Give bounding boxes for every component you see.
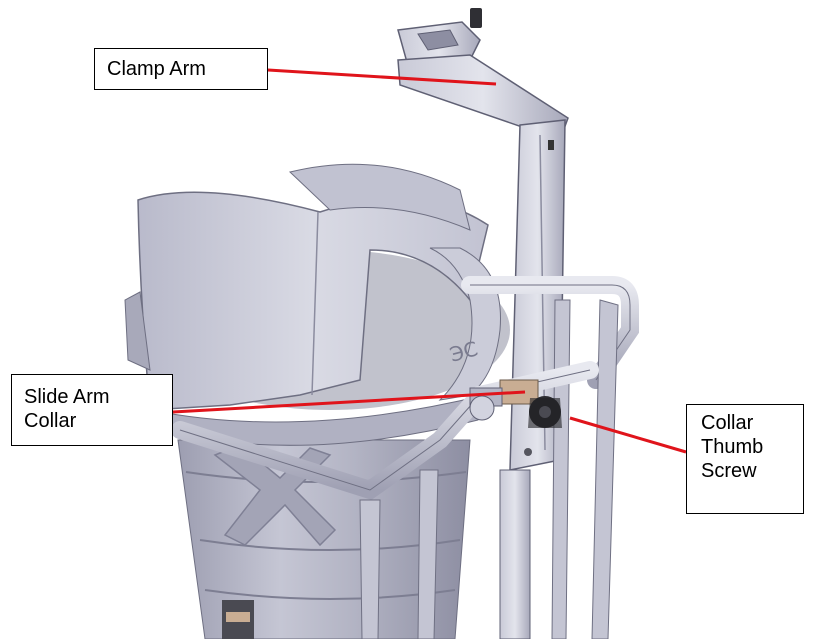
callout-slide-arm-collar-line2: Collar <box>24 410 77 432</box>
leader-line-collar-thumb-screw <box>569 416 687 454</box>
collar-thumb-screw <box>528 396 562 428</box>
callout-clamp-arm: Clamp Arm <box>94 48 268 90</box>
callout-collar-thumb-screw-line2: Thumb <box>701 436 764 458</box>
callout-slide-arm-collar-line1: Slide Arm <box>24 386 110 408</box>
leader-line-slide-arm-collar <box>172 390 526 414</box>
callout-slide-arm-collar: Slide Arm Collar <box>11 374 173 446</box>
leader-line-clamp-arm <box>267 68 497 86</box>
callout-collar-thumb-screw: Collar Thumb Screw <box>686 404 804 514</box>
callout-collar-thumb-screw-line3: Screw <box>701 460 757 482</box>
callout-clamp-arm-text: Clamp Arm <box>107 58 206 80</box>
callout-collar-thumb-screw-line1: Collar <box>701 412 754 434</box>
frame <box>171 276 639 639</box>
